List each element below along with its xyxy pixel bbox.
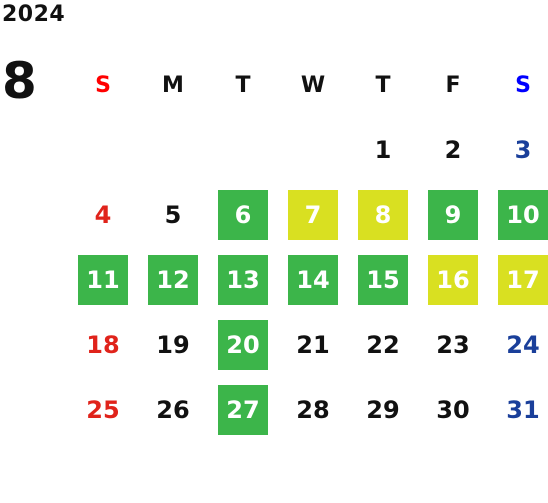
calendar-day[interactable]: 1 xyxy=(374,136,392,164)
calendar-day[interactable]: 30 xyxy=(436,396,470,424)
calendar-day[interactable]: 26 xyxy=(156,396,190,424)
calendar-day[interactable]: 17 xyxy=(498,255,548,305)
weekday-header-tuesday: T xyxy=(235,72,251,98)
weekday-header-friday: F xyxy=(445,72,461,98)
week-row: 18 19 20 21 22 23 24 xyxy=(70,320,548,372)
calendar-day[interactable]: 10 xyxy=(498,190,548,240)
calendar-day[interactable]: 14 xyxy=(288,255,338,305)
calendar-day[interactable]: 19 xyxy=(156,331,190,359)
weekday-header-wednesday: W xyxy=(300,72,326,98)
calendar-day[interactable]: 6 xyxy=(218,190,268,240)
calendar-day[interactable]: 2 xyxy=(444,136,462,164)
calendar-day[interactable]: 4 xyxy=(94,201,112,229)
calendar-day[interactable]: 7 xyxy=(288,190,338,240)
calendar-day[interactable]: 15 xyxy=(358,255,408,305)
calendar-day[interactable]: 13 xyxy=(218,255,268,305)
calendar-day[interactable]: 22 xyxy=(366,331,400,359)
year-label: 2024 xyxy=(2,2,66,27)
weekday-header-sunday: S xyxy=(95,72,111,98)
calendar-day[interactable]: 29 xyxy=(366,396,400,424)
calendar-day[interactable]: 8 xyxy=(358,190,408,240)
calendar-day[interactable]: 5 xyxy=(164,201,182,229)
calendar-day[interactable]: 28 xyxy=(296,396,330,424)
weekday-header-row: S M T W T F S xyxy=(70,60,548,112)
week-row: 25 26 27 28 29 30 31 xyxy=(70,385,548,437)
calendar-day[interactable]: 27 xyxy=(218,385,268,435)
calendar-day[interactable]: 18 xyxy=(86,331,120,359)
calendar-day[interactable]: 11 xyxy=(78,255,128,305)
calendar-day[interactable]: 21 xyxy=(296,331,330,359)
calendar-day[interactable]: 31 xyxy=(506,396,540,424)
calendar-day[interactable]: 24 xyxy=(506,331,540,359)
weekday-header-saturday: S xyxy=(515,72,531,98)
month-label: 8 xyxy=(2,52,37,110)
calendar-day[interactable]: 25 xyxy=(86,396,120,424)
calendar-day[interactable]: 20 xyxy=(218,320,268,370)
calendar-day[interactable]: 3 xyxy=(514,136,532,164)
weekday-header-thursday: T xyxy=(375,72,391,98)
calendar-day[interactable]: 12 xyxy=(148,255,198,305)
weekday-header-monday: M xyxy=(162,72,184,98)
week-row: 1 2 3 xyxy=(70,125,548,177)
calendar-day[interactable]: 23 xyxy=(436,331,470,359)
week-row: 11 12 13 14 15 16 17 xyxy=(70,255,548,307)
calendar-day[interactable]: 9 xyxy=(428,190,478,240)
calendar-day[interactable]: 16 xyxy=(428,255,478,305)
